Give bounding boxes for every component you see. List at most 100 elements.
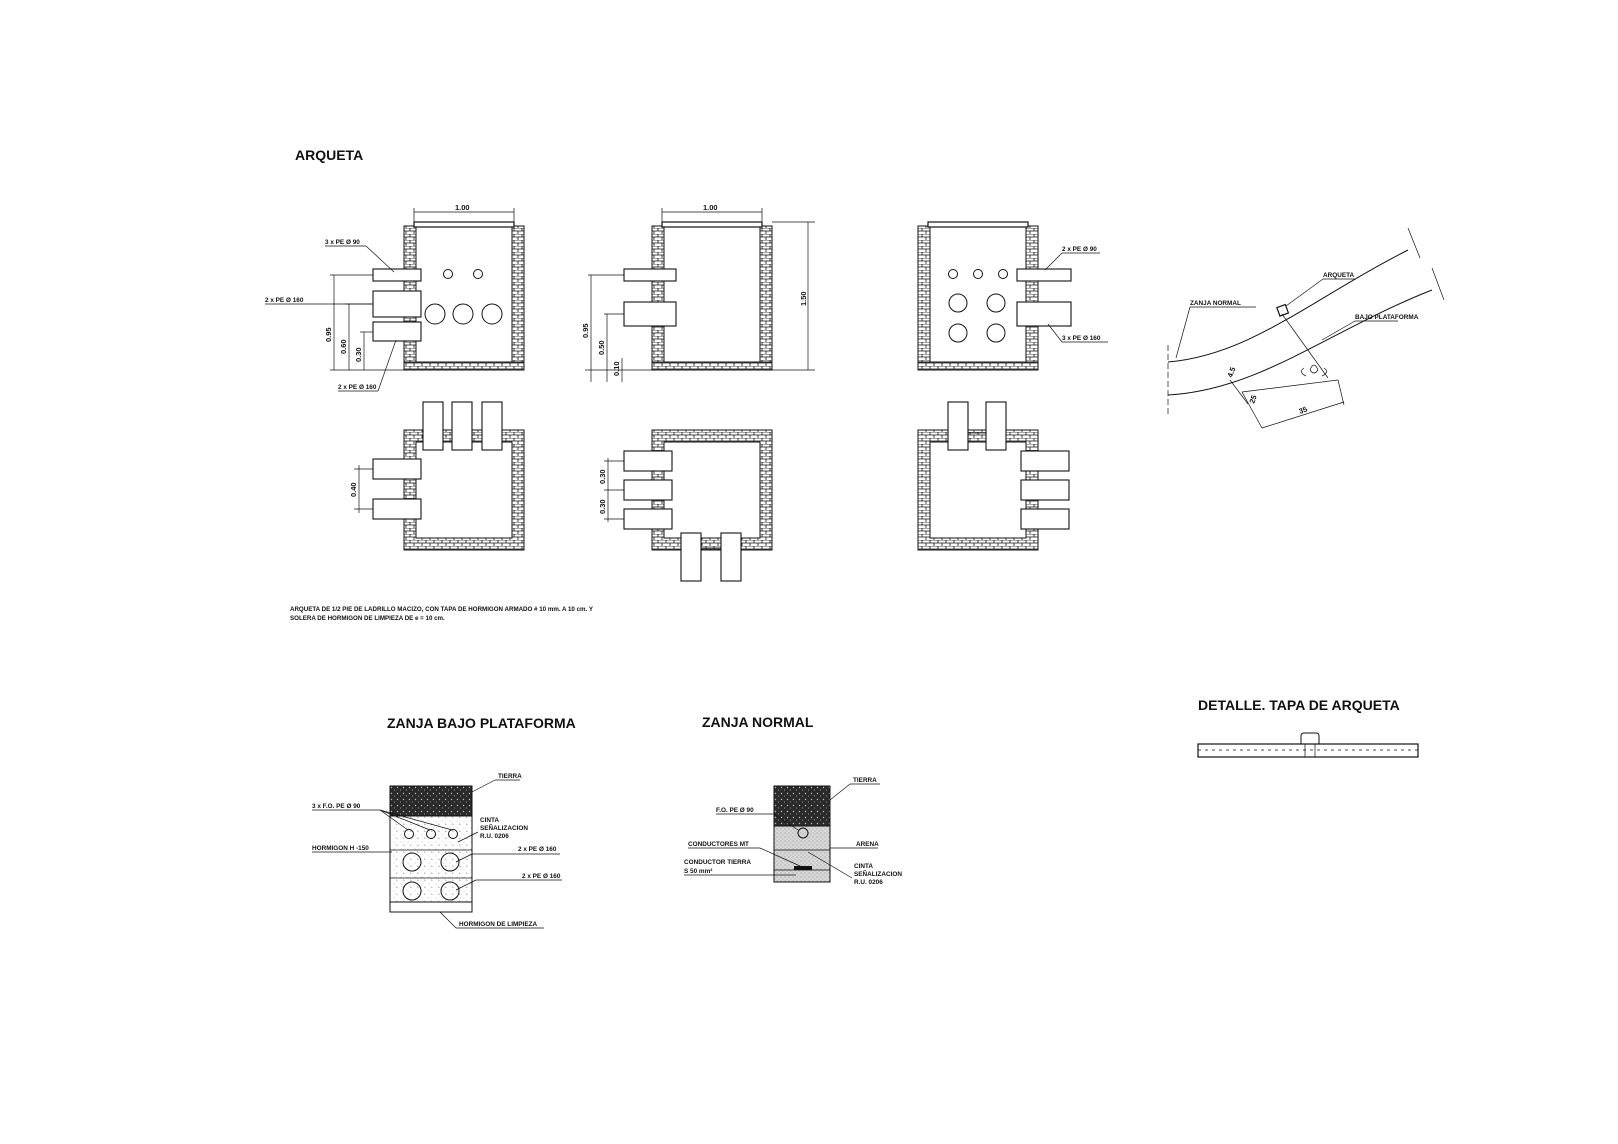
arqueta-cover xyxy=(413,221,515,228)
arqueta-elevation-right: 2 x PE Ø 90 3 x PE Ø 160 xyxy=(917,221,1108,371)
pipe-section-160 xyxy=(481,303,503,325)
label-3x-fo: 3 x F.O. PE Ø 90 xyxy=(312,803,361,810)
label-hormigon-limpieza: HORMIGON DE LIMPIEZA xyxy=(459,921,537,928)
pipe-side xyxy=(623,479,673,501)
pipe-side xyxy=(623,508,673,530)
arqueta-title: ARQUETA xyxy=(295,147,363,163)
pipe-pe160-lower xyxy=(372,321,422,342)
label-conductores-mt: CONDUCTORES MT xyxy=(688,841,749,848)
label-hormigon-h150: HORMIGON H -150 xyxy=(312,845,369,852)
pipe-pe90 xyxy=(372,268,422,282)
layer-arena xyxy=(773,825,831,883)
brick-walls xyxy=(917,429,1039,551)
pipe-pe90 xyxy=(1016,268,1072,282)
pipe-top xyxy=(947,401,969,451)
dimension-height: 1.50 xyxy=(799,291,808,306)
label-senalizacion: SEÑALIZACION xyxy=(480,823,528,832)
brick-wall-left xyxy=(917,225,931,371)
label-ru-0206: R.U. 0206 xyxy=(854,879,883,886)
detalle-title: DETALLE. TAPA DE ARQUETA xyxy=(1198,697,1400,713)
label-tierra: TIERRA xyxy=(853,777,877,784)
dimension-4-5: 4.5 xyxy=(1225,366,1237,379)
label-zanja-normal: ZANJA NORMAL xyxy=(1190,300,1241,307)
arqueta-cover xyxy=(661,221,763,228)
pipe-section-160 xyxy=(424,303,446,325)
dimension-line xyxy=(1261,401,1345,429)
layer-limpieza xyxy=(389,901,473,913)
route-sketch: 4.5 25 35 ZANJA NORMAL ARQUETA BAJO PLAT… xyxy=(1167,227,1445,429)
label-conductor-tierra: CONDUCTOR TIERRA xyxy=(684,859,751,866)
dimension-width: 1.00 xyxy=(703,203,718,212)
label-arena: ARENA xyxy=(856,841,879,848)
pipe-side xyxy=(1020,508,1070,530)
label-2xpe90: 2 x PE Ø 90 xyxy=(1062,246,1097,253)
pipe-bottom xyxy=(720,532,742,582)
trench-edge-lower xyxy=(1167,289,1433,396)
pipe-bottom xyxy=(680,532,702,582)
pipe-section-90 xyxy=(998,269,1008,279)
brick-wall-right xyxy=(1025,225,1039,371)
pipe-section-160 xyxy=(986,293,1006,313)
brick-floor xyxy=(651,361,773,371)
dimension-060: 0.60 xyxy=(339,339,348,354)
arqueta-interior xyxy=(663,225,761,363)
pipe-section-90 xyxy=(948,269,958,279)
label-2xpe160-a: 2 x PE Ø 160 xyxy=(518,846,557,853)
dimension-030-b: 0.30 xyxy=(598,499,607,514)
break-line xyxy=(1407,227,1445,301)
pipe-pe90 xyxy=(623,268,677,282)
label-3xpe160: 3 x PE Ø 160 xyxy=(1062,335,1101,342)
label-s50mm2: S 50 mm² xyxy=(684,868,712,875)
brick-wall-right xyxy=(511,225,525,371)
rotation-icon xyxy=(1301,364,1327,377)
zanja-normal-section: TIERRA F.O. PE Ø 90 ARENA CONDUCTORES MT… xyxy=(684,777,902,886)
pipe-section-90 xyxy=(973,269,983,279)
brick-wall-left xyxy=(651,225,665,371)
detalle-tapa-drawing xyxy=(1197,732,1419,758)
arqueta-cover xyxy=(927,221,1029,228)
pipe-fo-90 xyxy=(448,829,458,839)
conductores-mt xyxy=(794,866,812,870)
pipe-pe160 xyxy=(623,301,677,327)
dimension-010: 0.10 xyxy=(612,361,621,376)
pipe-pe90 xyxy=(422,401,444,451)
pipe-pe90 xyxy=(451,401,473,451)
pipe-section-160 xyxy=(948,293,968,313)
brick-floor xyxy=(403,361,525,371)
pipe-pe160 xyxy=(372,458,422,480)
pipe-pe-160 xyxy=(402,852,422,872)
dimension-35: 35 xyxy=(1298,405,1309,416)
brick-wall-right xyxy=(759,225,773,371)
dimension-040: 0.40 xyxy=(349,482,358,497)
pipe-section-160 xyxy=(452,303,474,325)
dimension-030-a: 0.30 xyxy=(598,469,607,484)
arqueta-elevation-middle: 1.00 1.50 0.95 0.50 0.10 xyxy=(581,203,815,382)
arqueta-elevation-left: 1.00 3 x PE Ø 90 2 x PE Ø 160 2 x PE Ø 1… xyxy=(265,203,525,392)
label-ru-0206: R.U. 0206 xyxy=(480,833,509,840)
dimension-030: 0.30 xyxy=(354,347,363,362)
layer-tierra xyxy=(773,785,831,827)
layer-hormigon xyxy=(389,815,473,913)
pipe-side xyxy=(1020,450,1070,472)
pipe-pe-160 xyxy=(402,881,422,901)
brick-walls xyxy=(651,429,773,551)
brick-floor xyxy=(917,361,1039,371)
arqueta-note-line-2: SOLERA DE HORMIGON DE LIMPIEZA DE e = 10… xyxy=(290,615,445,622)
pipe-side xyxy=(1020,479,1070,501)
label-2xpe160-bottom: 2 x PE Ø 160 xyxy=(338,384,377,391)
pipe-section-160 xyxy=(986,323,1006,343)
label-2xpe160-b: 2 x PE Ø 160 xyxy=(522,873,561,880)
zanja-bajo-title: ZANJA BAJO PLATAFORMA xyxy=(387,715,576,731)
arqueta-note-line-1: ARQUETA DE 1/2 PIE DE LADRILLO MACIZO, C… xyxy=(290,606,594,613)
pipe-pe-160 xyxy=(440,881,460,901)
arqueta-plan-left: 0.40 xyxy=(349,401,525,551)
label-fo-pe90: F.O. PE Ø 90 xyxy=(716,807,754,814)
pipe-section-90 xyxy=(443,269,453,279)
arqueta-plan-middle: 0.30 0.30 xyxy=(598,429,773,582)
pipe-section-90 xyxy=(473,269,483,279)
pipe-pe-160 xyxy=(440,852,460,872)
arqueta-interior xyxy=(415,225,513,363)
label-cinta: CINTA xyxy=(480,817,499,824)
pipe-top xyxy=(985,401,1007,451)
